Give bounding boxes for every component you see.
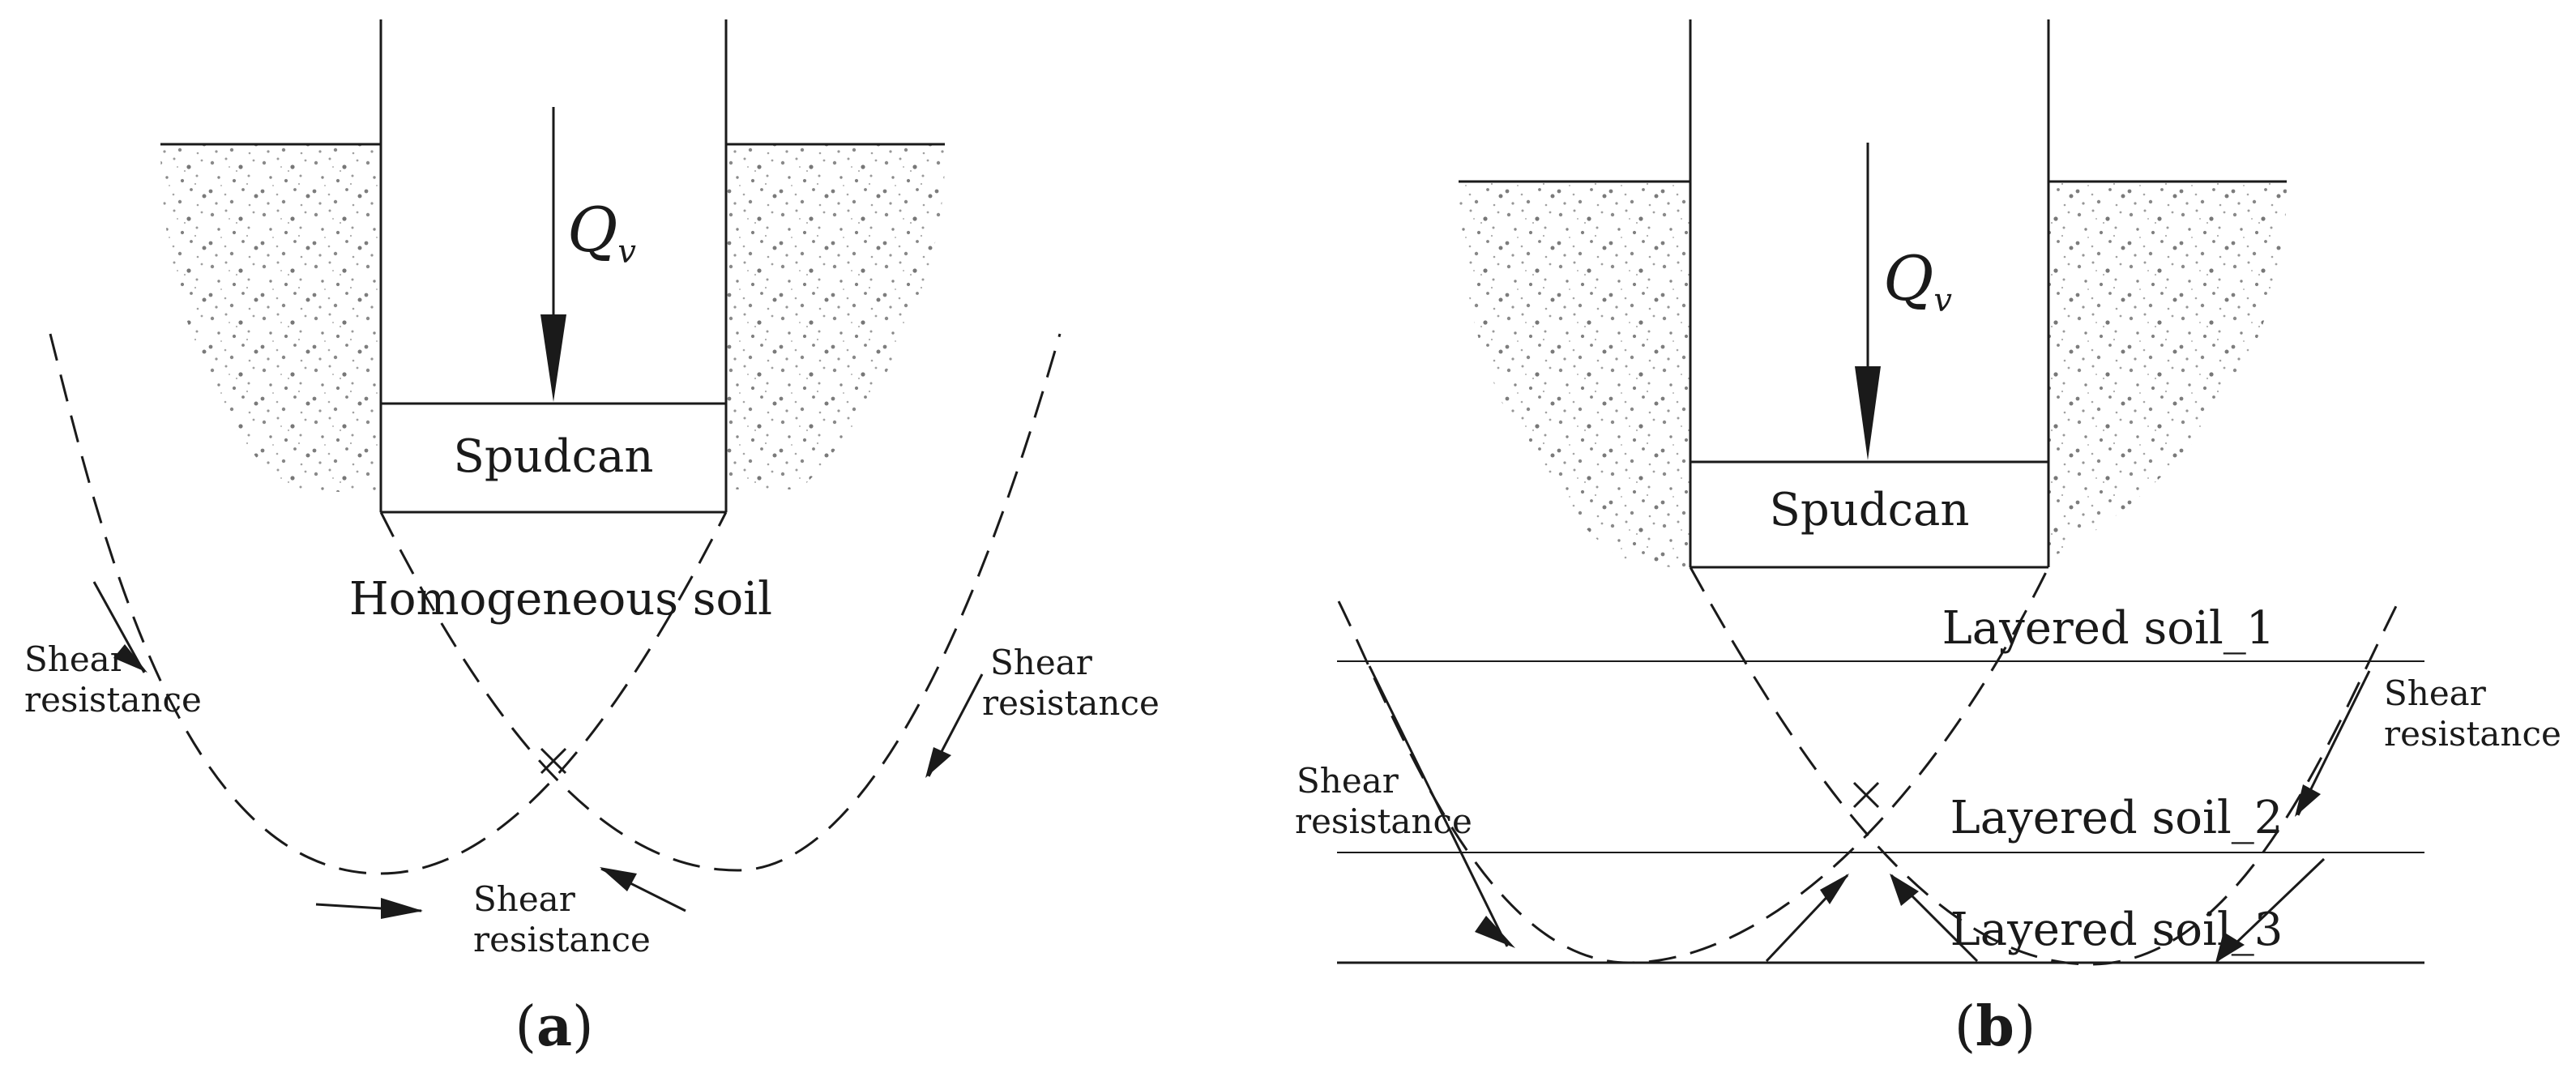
shear-arrow-right	[925, 673, 984, 778]
panel-b-caption: (b)	[1954, 994, 2036, 1059]
intersection-mark-b-2	[1852, 781, 1880, 809]
load-arrow-head-b	[1855, 366, 1881, 460]
shear-arrow-right-b	[2295, 670, 2371, 817]
spudcan-label-b: Spudcan	[1770, 484, 1970, 536]
shear-arrow-left-b	[1368, 665, 1515, 948]
shear-label-left: Shear resistance	[24, 639, 202, 720]
soil-mass-right-b	[2048, 182, 2287, 559]
layer-label-1: Layered soil_1	[1942, 602, 2275, 655]
load-arrow-head	[540, 314, 566, 402]
shear-arrow-left	[92, 581, 147, 673]
panel-a-caption: (a)	[515, 994, 593, 1059]
panel-a: Spudcan Qv Homogeneous soil	[24, 19, 1160, 1059]
failure-surface-right-b	[1689, 566, 2400, 966]
panel-b: Spudcan Qv Layered soil_1 Layered soil_2…	[1295, 19, 2561, 1059]
failure-surface-left	[49, 333, 728, 875]
spudcan-label: Spudcan	[454, 430, 654, 483]
shear-arrow-bottom-right-b	[2215, 857, 2326, 963]
failure-surface-left-b	[1337, 566, 2050, 964]
load-label: Qv	[567, 194, 636, 271]
shear-arrow-up-right-b	[1890, 874, 1979, 963]
soil-mass-left	[160, 144, 381, 494]
soil-mass-right	[726, 144, 946, 489]
shear-label-left-b: Shear resistance	[1295, 761, 1472, 841]
intersection-mark-2	[540, 747, 567, 775]
failure-surface-right	[379, 333, 1062, 872]
shear-arrow-up-center-b	[1765, 874, 1849, 963]
layer-label-2: Layered soil_2	[1950, 792, 2283, 844]
load-label-b: Qv	[1883, 242, 1952, 319]
shear-label-bottom: Shear resistance	[473, 879, 651, 959]
soil-mass-left-b	[1459, 182, 1690, 570]
shear-label-right: Shear resistance	[982, 643, 1160, 723]
shear-arrow-bottom-left	[315, 898, 423, 919]
shear-label-right-b: Shear resistance	[2384, 673, 2561, 754]
soil-label: Homogeneous soil	[349, 573, 772, 626]
shear-arrow-bottom-right	[600, 867, 686, 912]
